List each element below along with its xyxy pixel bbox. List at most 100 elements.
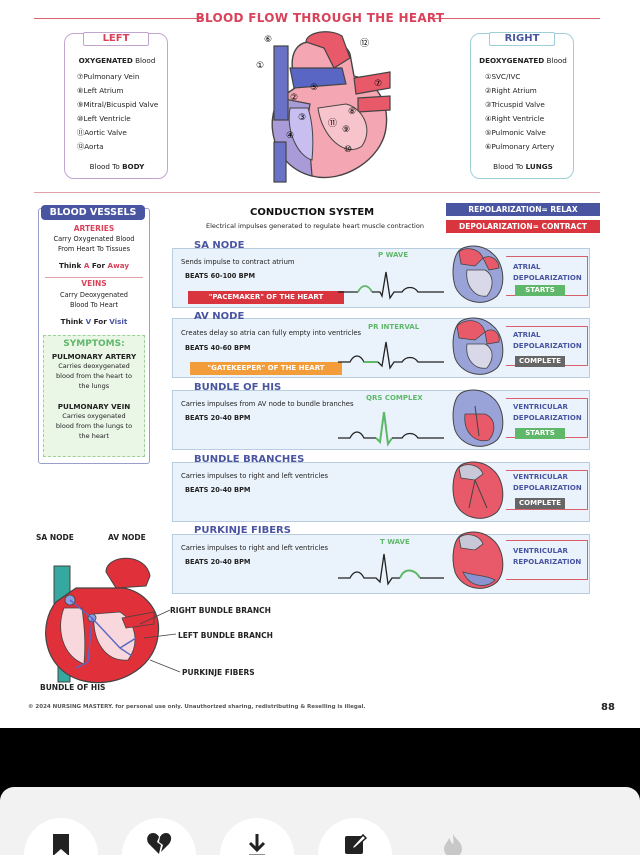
list-item: ④Right Ventricle xyxy=(485,114,545,124)
pr-interval-label: PR INTERVAL xyxy=(368,323,420,331)
right-heading: RIGHT xyxy=(489,32,555,46)
right-side-box: RIGHT DEOXYGENATED Blood ①SVC/IVC ②Right… xyxy=(470,32,574,179)
av-node-diagram-label: AV NODE xyxy=(108,533,146,542)
diagram-leader-lines xyxy=(139,609,181,673)
arteries-description: Carry Oxygenated Blood From Heart To Tis… xyxy=(39,235,149,254)
state-line: DEPOLARIZATION xyxy=(513,413,582,422)
list-item: ③Tricuspid Valve xyxy=(485,100,545,110)
list-item: ①SVC/IVC xyxy=(485,72,521,81)
pulmonary-vein-title: PULMONARY VEIN xyxy=(57,402,131,411)
bundle-branches-card xyxy=(172,462,590,522)
veins-mnemonic: Think V For Visit xyxy=(39,317,149,327)
heart-label-number: ② xyxy=(290,93,298,103)
left-footer-bold: BODY xyxy=(122,162,145,171)
state-line: ATRIAL xyxy=(513,263,541,271)
list-item: ⑩Left Ventricle xyxy=(77,114,131,124)
mnemonic-word: Visit xyxy=(109,317,128,326)
state-bracket xyxy=(506,470,588,510)
veins-desc-line: Carry Deoxygenated xyxy=(59,291,128,299)
p-wave-label: P WAVE xyxy=(378,251,409,259)
bundle-branches-beats: BEATS 20-40 BPM xyxy=(185,486,251,494)
left-side-box: LEFT OXYGENATED Blood ⑦Pulmonary Vein ⑧L… xyxy=(64,32,169,179)
av-node-desc: Creates delay so atria can fully empty i… xyxy=(181,329,362,337)
symptoms-title: SYMPTOMS: xyxy=(63,339,125,349)
ecg-trace-p-wave xyxy=(338,271,444,300)
bundle-branches-title: BUNDLE BRANCHES xyxy=(194,454,305,465)
purkinje-beats: BEATS 20-40 BPM xyxy=(185,558,251,566)
av-node-beats: BEATS 40-60 BPM xyxy=(185,344,251,352)
mnemonic-text: Think xyxy=(60,317,86,326)
heart-label-number: ⑧ xyxy=(348,107,356,117)
state-line: DEPOLARIZATION xyxy=(513,273,582,282)
heart-label-number: ⑫ xyxy=(360,38,369,49)
mini-heart-his xyxy=(452,389,504,447)
his-state: VENTRICULAR DEPOLARIZATION xyxy=(513,402,582,423)
mnemonic-text: Think xyxy=(58,261,84,270)
veins-title: VEINS xyxy=(81,279,107,288)
mini-heart-branches xyxy=(452,461,504,519)
arteries-title: ARTERIES xyxy=(73,224,115,233)
copyright-footer: © 2024 NURSING MASTERY. for personal use… xyxy=(28,704,366,710)
pulmonary-artery-desc: Carries deoxygenated blood from the hear… xyxy=(44,362,144,391)
pa-desc-line: Carries deoxygenated xyxy=(58,362,130,370)
right-footer-bold: LUNGS xyxy=(525,162,553,171)
mnemonic-text: For xyxy=(91,317,110,326)
sa-node-beats: BEATS 60-100 BPM xyxy=(185,272,256,280)
purkinje-title: PURKINJE FIBERS xyxy=(194,525,291,536)
av-node-title: AV NODE xyxy=(194,311,245,322)
gatekeeper-banner: "GATEKEEPER" OF THE HEART xyxy=(190,362,342,375)
pacemaker-banner: "PACEMAKER" OF THE HEART xyxy=(188,291,344,304)
heart-label-number: ⑩ xyxy=(344,145,352,155)
heart-label-number: ⑤ xyxy=(310,83,318,93)
list-item: ⑧Left Atrium xyxy=(77,86,124,96)
list-item: ⑥Pulmonary Artery xyxy=(485,142,555,152)
left-footer: Blood To BODY xyxy=(65,162,169,172)
veins-description: Carry Deoxygenated Blood To Heart xyxy=(39,291,149,310)
vessels-divider xyxy=(45,277,143,278)
pa-desc-line: blood from the heart to xyxy=(56,371,132,380)
pulmonary-artery-title: PULMONARY ARTERY xyxy=(51,352,137,361)
state-bracket xyxy=(506,540,588,580)
ecg-trace-t-wave xyxy=(338,553,444,586)
pulmonary-vein-desc: Carries oxygenated blood from the lungs … xyxy=(44,412,144,441)
arteries-mnemonic: Think A For Away xyxy=(39,261,149,271)
sa-node-title: SA NODE xyxy=(194,240,245,251)
blood-vessels-heading: BLOOD VESSELS xyxy=(41,205,145,220)
bundle-branches-desc: Carries impulses to right and left ventr… xyxy=(181,472,329,480)
heart-label-number: ⑥ xyxy=(264,35,272,45)
right-items-list: ①SVC/IVC ②Right Atrium ③Tricuspid Valve … xyxy=(485,70,554,154)
fire-icon xyxy=(444,834,462,855)
bundle-his-beats: BEATS 20-40 BPM xyxy=(185,414,251,422)
purkinje-card xyxy=(172,534,590,594)
purkinje-desc: Carries impulses to right and left ventr… xyxy=(181,544,329,552)
title-rule-left xyxy=(34,18,204,19)
purkinje-diagram-label: PURKINJE FIBERS xyxy=(182,668,255,677)
heart-label-number: ④ xyxy=(286,131,294,141)
sa-status-tag: STARTS xyxy=(515,285,565,296)
left-subtitle: OXYGENATED Blood xyxy=(65,56,169,66)
right-bundle-label: RIGHT BUNDLE BRANCH xyxy=(170,606,271,615)
right-footer-pre: Blood To xyxy=(493,162,526,171)
state-line: VENTRICULAR xyxy=(513,547,568,555)
list-item: ⑫Aorta xyxy=(77,142,104,152)
branches-state: VENTRICULAR DEPOLARIZATION xyxy=(513,472,582,493)
left-bundle-label: LEFT BUNDLE BRANCH xyxy=(178,631,273,640)
mnemonic-letter: A xyxy=(83,261,90,270)
left-footer-pre: Blood To xyxy=(89,162,123,171)
arteries-desc-line: From Heart To Tissues xyxy=(57,244,131,253)
qrs-complex-label: QRS COMPLEX xyxy=(366,394,423,402)
heart-label-number: ⑦ xyxy=(374,79,382,89)
left-items-list: ⑦Pulmonary Vein ⑧Left Atrium ⑨Mitral/Bic… xyxy=(77,70,158,154)
ecg-trace-pr-interval xyxy=(338,341,444,370)
veins-desc-line: Blood To Heart xyxy=(69,300,119,309)
left-subtitle-rest: Blood xyxy=(132,56,156,65)
state-line: DEPOLARIZATION xyxy=(513,341,582,350)
av-status-tag: COMPLETE xyxy=(515,356,565,367)
heart-label-number: ⑨ xyxy=(342,125,350,135)
pv-desc-line: the heart xyxy=(78,431,110,440)
purkinje-state: VENTRICULAR REPOLARIZATION xyxy=(513,546,581,567)
state-line: VENTRICULAR xyxy=(513,403,568,411)
left-heading: LEFT xyxy=(83,32,149,46)
mini-heart-purkinje xyxy=(452,531,504,589)
list-item: ⑨Mitral/Bicuspid Valve xyxy=(77,100,159,110)
